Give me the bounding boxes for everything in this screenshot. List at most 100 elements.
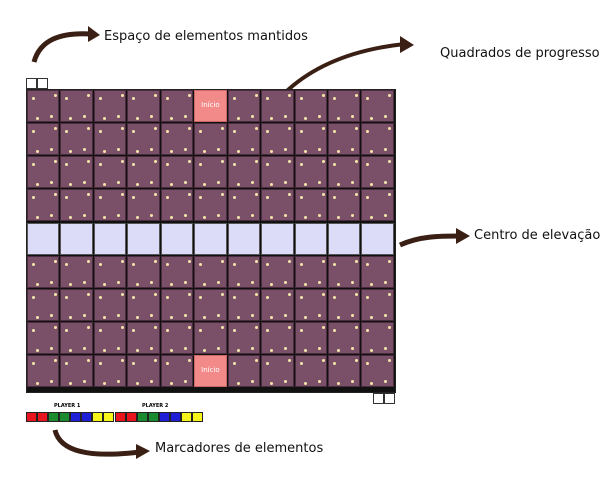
progress-square[interactable] — [227, 322, 261, 354]
element-marker[interactable] — [148, 412, 159, 422]
elevation-square[interactable] — [327, 223, 361, 255]
element-marker[interactable] — [37, 412, 48, 422]
progress-square[interactable] — [361, 156, 394, 188]
progress-square[interactable] — [361, 189, 394, 221]
elevation-square[interactable] — [261, 223, 294, 255]
element-marker[interactable] — [192, 412, 203, 422]
progress-square[interactable] — [93, 123, 127, 155]
elevation-square[interactable] — [294, 223, 327, 255]
progress-square[interactable] — [160, 156, 194, 188]
progress-square[interactable] — [327, 123, 361, 155]
progress-square[interactable] — [361, 90, 394, 122]
element-marker[interactable] — [59, 412, 70, 422]
progress-square[interactable] — [60, 123, 93, 155]
element-marker[interactable] — [137, 412, 148, 422]
elevation-square[interactable] — [361, 223, 394, 255]
progress-square[interactable] — [227, 289, 261, 321]
progress-square[interactable] — [261, 355, 294, 387]
progress-square[interactable] — [60, 322, 93, 354]
progress-square[interactable] — [361, 355, 394, 387]
progress-square[interactable] — [27, 123, 60, 155]
progress-square[interactable] — [327, 322, 361, 354]
progress-square[interactable] — [261, 256, 294, 288]
progress-square[interactable] — [261, 90, 294, 122]
goal-square[interactable]: Início — [194, 90, 227, 122]
progress-square[interactable] — [27, 90, 60, 122]
element-marker[interactable] — [26, 412, 37, 422]
progress-square[interactable] — [261, 289, 294, 321]
progress-square[interactable] — [294, 256, 327, 288]
element-marker[interactable] — [181, 412, 192, 422]
progress-square[interactable] — [361, 123, 394, 155]
progress-square[interactable] — [27, 355, 60, 387]
progress-square[interactable] — [194, 123, 227, 155]
element-marker[interactable] — [115, 412, 126, 422]
elevation-square[interactable] — [227, 223, 261, 255]
progress-square[interactable] — [60, 90, 93, 122]
progress-square[interactable] — [160, 123, 194, 155]
progress-square[interactable] — [227, 90, 261, 122]
progress-square[interactable] — [60, 256, 93, 288]
progress-square[interactable] — [327, 289, 361, 321]
progress-square[interactable] — [60, 355, 93, 387]
progress-square[interactable] — [27, 189, 60, 221]
progress-square[interactable] — [194, 189, 227, 221]
progress-square[interactable] — [261, 322, 294, 354]
progress-square[interactable] — [160, 90, 194, 122]
element-marker[interactable] — [159, 412, 170, 422]
progress-square[interactable] — [160, 355, 194, 387]
progress-square[interactable] — [294, 355, 327, 387]
progress-square[interactable] — [361, 322, 394, 354]
progress-square[interactable] — [227, 189, 261, 221]
elevation-square[interactable] — [27, 223, 60, 255]
progress-square[interactable] — [361, 289, 394, 321]
elevation-square[interactable] — [160, 223, 194, 255]
progress-square[interactable] — [327, 189, 361, 221]
progress-square[interactable] — [327, 156, 361, 188]
progress-square[interactable] — [194, 256, 227, 288]
progress-square[interactable] — [194, 156, 227, 188]
progress-square[interactable] — [93, 355, 127, 387]
progress-square[interactable] — [160, 289, 194, 321]
progress-square[interactable] — [127, 256, 160, 288]
progress-square[interactable] — [60, 189, 93, 221]
progress-square[interactable] — [127, 123, 160, 155]
progress-square[interactable] — [127, 90, 160, 122]
element-marker[interactable] — [81, 412, 92, 422]
element-marker[interactable] — [103, 412, 114, 422]
progress-square[interactable] — [261, 156, 294, 188]
elevation-square[interactable] — [93, 223, 127, 255]
progress-square[interactable] — [27, 256, 60, 288]
element-marker[interactable] — [126, 412, 137, 422]
progress-square[interactable] — [294, 123, 327, 155]
progress-square[interactable] — [227, 256, 261, 288]
element-marker[interactable] — [48, 412, 59, 422]
progress-square[interactable] — [261, 123, 294, 155]
progress-square[interactable] — [127, 156, 160, 188]
progress-square[interactable] — [160, 322, 194, 354]
progress-square[interactable] — [261, 189, 294, 221]
progress-square[interactable] — [327, 90, 361, 122]
progress-square[interactable] — [93, 289, 127, 321]
elevation-square[interactable] — [60, 223, 93, 255]
progress-square[interactable] — [93, 156, 127, 188]
progress-square[interactable] — [194, 289, 227, 321]
progress-square[interactable] — [127, 355, 160, 387]
progress-square[interactable] — [27, 156, 60, 188]
progress-square[interactable] — [60, 289, 93, 321]
progress-square[interactable] — [327, 355, 361, 387]
progress-square[interactable] — [160, 256, 194, 288]
progress-square[interactable] — [93, 256, 127, 288]
progress-square[interactable] — [127, 289, 160, 321]
element-marker[interactable] — [92, 412, 103, 422]
progress-square[interactable] — [327, 256, 361, 288]
element-marker[interactable] — [170, 412, 181, 422]
progress-square[interactable] — [227, 355, 261, 387]
progress-square[interactable] — [60, 156, 93, 188]
progress-square[interactable] — [294, 289, 327, 321]
progress-square[interactable] — [93, 322, 127, 354]
progress-square[interactable] — [227, 123, 261, 155]
progress-square[interactable] — [294, 156, 327, 188]
progress-square[interactable] — [27, 322, 60, 354]
progress-square[interactable] — [194, 322, 227, 354]
